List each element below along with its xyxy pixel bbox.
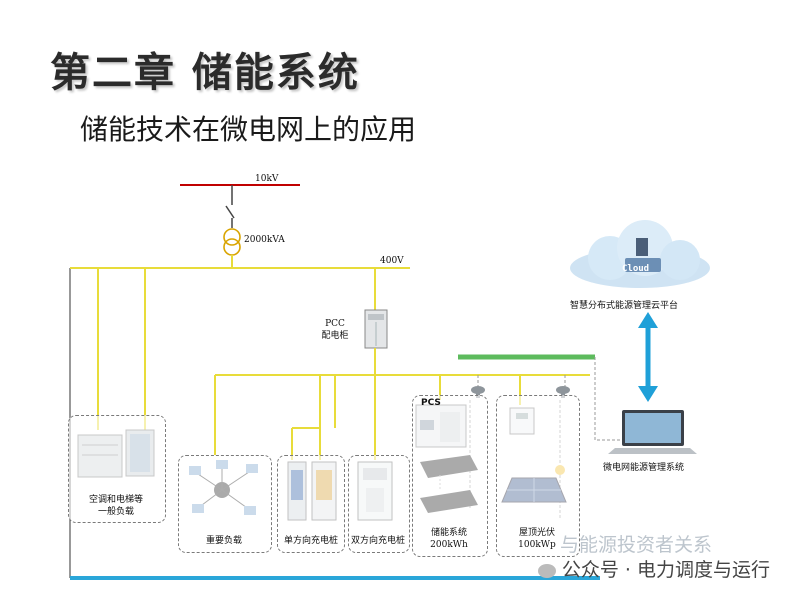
transformer-icon — [223, 228, 241, 246]
pv-label: 屋顶光伏 100kWp — [496, 527, 578, 551]
storage-label-line2: 200kWh — [430, 540, 468, 550]
grid-10kv-label: 10kV — [255, 174, 279, 184]
important-load-label: 重要负载 — [205, 536, 242, 546]
cloud-icon — [570, 220, 710, 288]
pcc-label-line1: PCC — [325, 319, 345, 329]
wechat-icon — [537, 563, 556, 578]
storage-system-box — [412, 395, 488, 557]
pv-system-box — [496, 395, 580, 557]
bus-400v-label: 400V — [380, 256, 404, 266]
watermark-faint: 与能源投资者关系 — [560, 534, 713, 556]
pv-label-line2: 100kWp — [518, 540, 556, 550]
page-subtitle: 储能技术在微电网上的应用 — [80, 113, 417, 146]
storage-label: 储能系统 200kWh — [412, 527, 486, 551]
breaker-switch — [225, 205, 235, 219]
pcc-label-line2: 配电柜 — [321, 331, 349, 341]
single-charger-label: 单方向充电桩 — [283, 536, 338, 546]
pv-label-line1: 屋顶光伏 — [518, 528, 555, 538]
bidir-charger-box — [348, 455, 410, 553]
pcs-label: PCS — [421, 398, 441, 408]
ems-caption: 微电网能源管理系统 — [603, 463, 685, 473]
pcc-label: PCC 配电柜 — [310, 318, 360, 342]
storage-label-line1: 储能系统 — [430, 528, 467, 538]
general-load-label-line2: 一般负载 — [97, 507, 134, 517]
general-load-box — [68, 415, 166, 523]
cloud-caption: 智慧分布式能源管理云平台 — [570, 301, 679, 311]
general-load-label: 空调和电梯等 一般负载 — [70, 494, 162, 518]
single-charger-box — [277, 455, 345, 553]
watermark: 公众号 · 电力调度与运行 — [537, 555, 770, 582]
bidir-charger-label: 双方向充电桩 — [350, 536, 405, 546]
watermark-text: 公众号 · 电力调度与运行 — [561, 559, 770, 581]
transformer-label: 2000kVA — [244, 235, 285, 245]
general-load-label-line1: 空调和电梯等 — [88, 495, 143, 505]
important-load-box — [178, 455, 272, 553]
laptop-icon — [608, 410, 697, 454]
cloud-text: Cloud — [622, 264, 650, 274]
page-title: 第二章 储能系统 — [50, 50, 360, 96]
